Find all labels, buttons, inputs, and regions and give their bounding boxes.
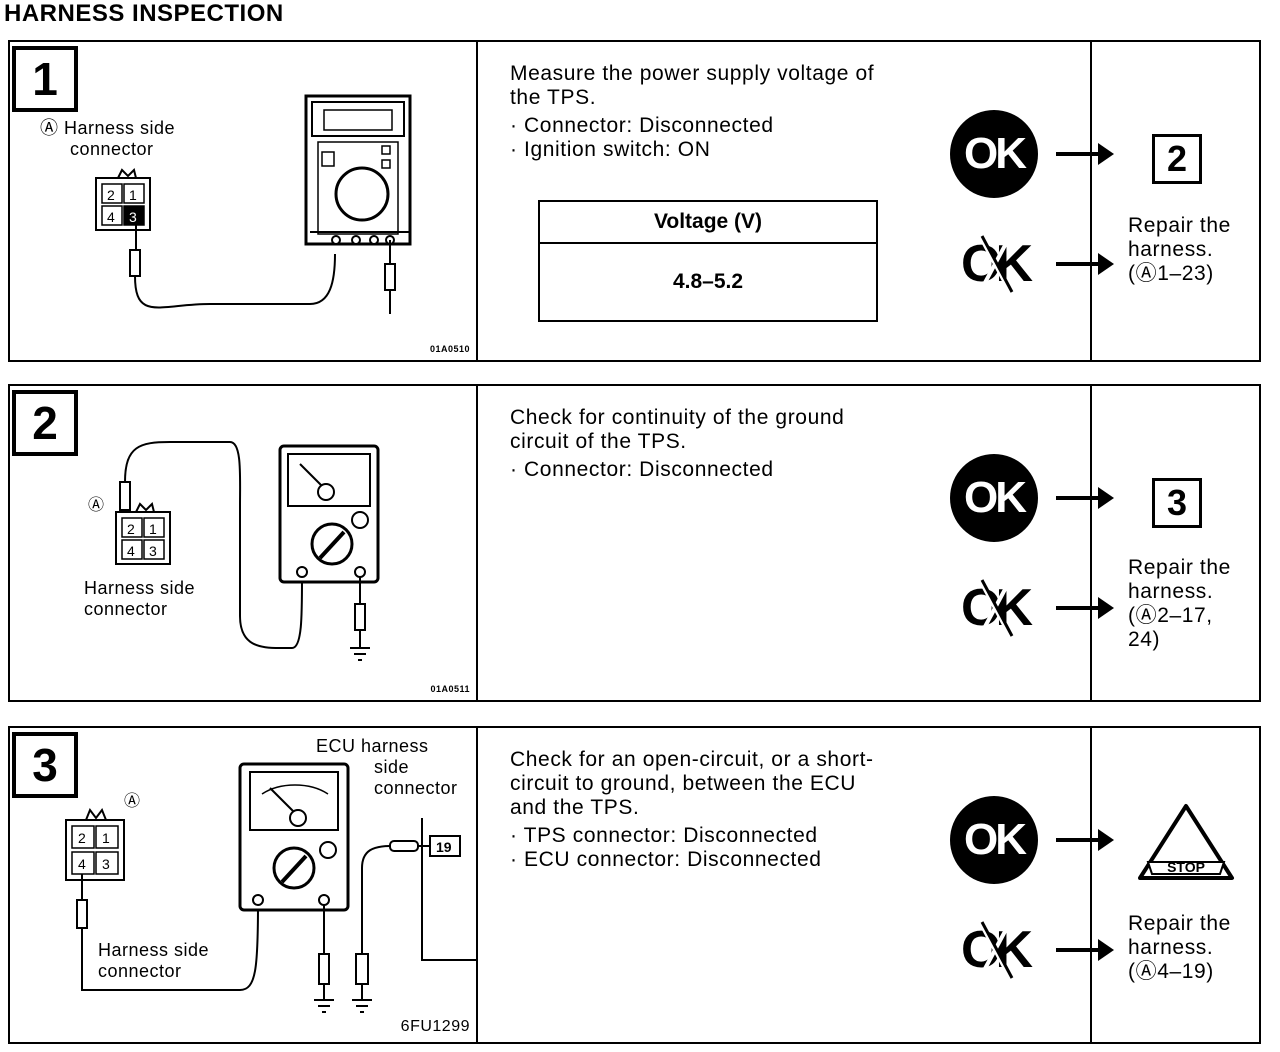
step-2-number: 2 <box>12 390 78 456</box>
ok-arrow-icon <box>1056 487 1114 509</box>
svg-text:1: 1 <box>149 521 157 537</box>
step-2-text: Check for continuity of the ground circu… <box>476 386 1114 700</box>
svg-text:3: 3 <box>102 856 110 872</box>
svg-text:4: 4 <box>107 209 115 225</box>
next-step-box: 2 <box>1152 134 1202 184</box>
step-3-figure: 3 ECU harness side connector Ⓐ 2 1 4 3 <box>10 728 478 1042</box>
ng-badge: OK <box>950 564 1038 652</box>
svg-text:2: 2 <box>107 187 115 203</box>
step-3-condition: · TPS connector: Disconnected <box>510 824 818 847</box>
step-1-condition: · Connector: Disconnected <box>510 114 774 137</box>
step-1-number: 1 <box>12 46 78 112</box>
strike-icon <box>978 579 1014 637</box>
step-3-text: Check for an open-circuit, or a short- c… <box>476 728 1114 1042</box>
step-1-instructions: Measure the power supply voltage of the … <box>510 62 875 161</box>
svg-text:1: 1 <box>102 830 110 846</box>
svg-text:2: 2 <box>127 521 135 537</box>
svg-text:4: 4 <box>78 856 86 872</box>
step-2-condition: · Connector: Disconnected <box>510 458 774 481</box>
svg-text:3: 3 <box>149 543 157 559</box>
step-3-condition: · ECU connector: Disconnected <box>510 848 822 871</box>
ok-badge: OK <box>950 110 1038 198</box>
voltage-table: Voltage (V) 4.8–5.2 <box>538 200 878 322</box>
ok-arrow-icon <box>1056 143 1114 165</box>
ok-arrow-icon <box>1056 829 1114 851</box>
step-2-figure-code: 01A0511 <box>430 684 470 694</box>
inspection-step-3: 3 ECU harness side connector Ⓐ 2 1 4 3 <box>8 726 1261 1044</box>
step-3-figure-code: 6FU1299 <box>400 1018 470 1035</box>
svg-text:Ⓐ: Ⓐ <box>88 496 104 514</box>
voltage-table-value: 4.8–5.2 <box>672 270 744 293</box>
svg-text:19: 19 <box>436 839 452 855</box>
page-title: HARNESS INSPECTION <box>4 0 284 27</box>
ok-badge: OK <box>950 454 1038 542</box>
step-2-connector-icon: Ⓐ 2 1 4 3 <box>88 441 380 661</box>
repair-note: Repair the harness. (Ⓐ1–23) <box>1128 214 1231 285</box>
step-2-figure: 2 Ⓐ 2 1 4 3 <box>10 386 478 700</box>
ng-arrow-icon <box>1056 597 1114 619</box>
svg-text:1: 1 <box>129 187 137 203</box>
repair-note: Repair the harness. (Ⓐ4–19) <box>1128 912 1231 983</box>
step-1-connector-icon: 2 1 4 3 <box>95 94 412 314</box>
step-2-instructions: Check for continuity of the ground circu… <box>510 406 845 481</box>
step-1-figure-code: 01A0510 <box>429 344 470 354</box>
svg-text:3: 3 <box>129 209 137 225</box>
voltage-table-header: Voltage (V) <box>540 202 876 244</box>
svg-text:4: 4 <box>127 543 135 559</box>
step-1-condition: · Ignition switch: ON <box>510 138 711 161</box>
step-1-text: Measure the power supply voltage of the … <box>476 42 1114 360</box>
step-3-connector-icon: Ⓐ 2 1 4 3 <box>65 762 476 1013</box>
ecu-connector-label: ECU harness side connector <box>316 736 458 798</box>
ng-badge: OK <box>950 906 1038 994</box>
ng-badge: OK <box>950 220 1038 308</box>
next-step-box: 3 <box>1152 478 1202 528</box>
step-2-results: 3 Repair the harness. (Ⓐ2–17, 24) <box>1090 386 1259 700</box>
strike-icon <box>978 235 1014 293</box>
svg-text:2: 2 <box>78 830 86 846</box>
repair-note: Repair the harness. (Ⓐ2–17, 24) <box>1128 556 1231 651</box>
ok-badge: OK <box>950 796 1038 884</box>
strike-icon <box>978 921 1014 979</box>
step-1-results: 2 Repair the harness. (Ⓐ1–23) <box>1090 42 1259 360</box>
inspection-step-2: 2 Ⓐ 2 1 4 3 <box>8 384 1261 702</box>
stop-sign-icon: STOP <box>1138 804 1234 880</box>
svg-text:Ⓐ: Ⓐ <box>124 792 140 810</box>
step-3-results: STOP Repair the harness. (Ⓐ4–19) <box>1090 728 1259 1042</box>
ng-arrow-icon <box>1056 939 1114 961</box>
step-3-instructions: Check for an open-circuit, or a short- c… <box>510 748 874 871</box>
svg-text:STOP: STOP <box>1167 859 1205 875</box>
ng-arrow-icon <box>1056 253 1114 275</box>
step-3-number: 3 <box>12 732 78 798</box>
